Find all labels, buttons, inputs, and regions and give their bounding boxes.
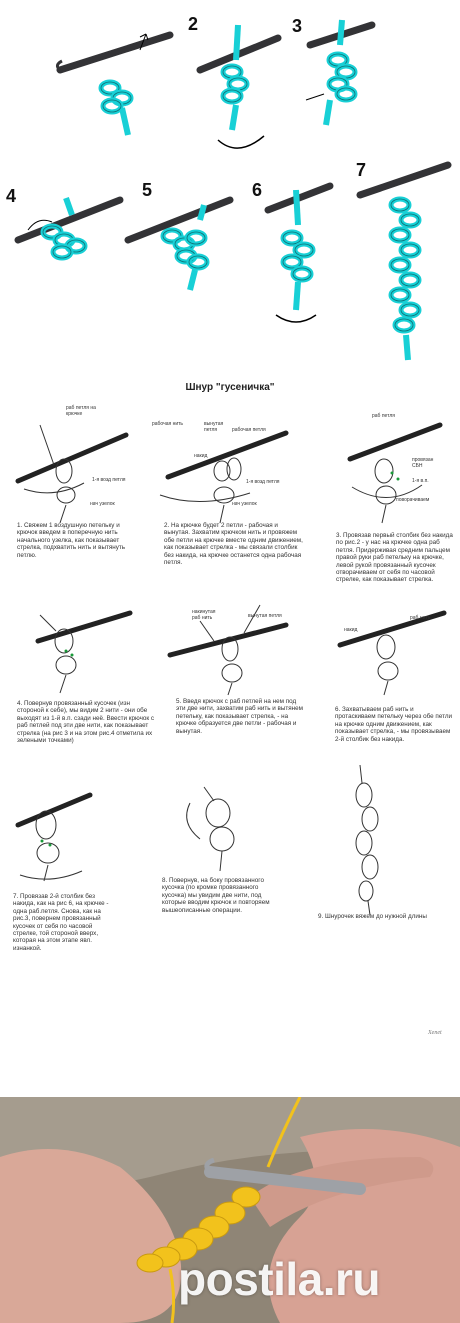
label-first-chain-3: 1-я в.п. <box>412 478 429 484</box>
step-number-5: 5 <box>142 180 153 200</box>
diagram-1 <box>15 424 129 524</box>
caption-step-8: 8. Повернув, на боку провязанного кусочк… <box>162 877 270 914</box>
diagram-5 <box>167 604 289 696</box>
step-number-6: 6 <box>252 180 263 200</box>
figure-2 <box>196 24 282 149</box>
label-yarn-over: накид <box>194 453 208 459</box>
caption-step-9: 9. Шнурочек вяжем до нужной длины <box>318 913 427 920</box>
label-start-knot-2: нач узелок <box>232 501 257 507</box>
caption-step-5: 5. Введя крючок с раб петлей на нем под … <box>176 698 303 735</box>
hook-icon <box>204 1166 366 1195</box>
figure-1 <box>55 31 174 136</box>
top-illustrations <box>14 19 452 361</box>
label-work-loop: раб петля на крючке <box>66 405 96 417</box>
caption-step-4: 4. Повернув провязанный кусочек (изн сто… <box>17 700 155 745</box>
diagram-6 <box>337 610 447 696</box>
figure-5 <box>124 196 234 291</box>
caption-step-7: 7. Провязав 2-й столбик без накида, как … <box>13 893 109 952</box>
label-working-loop: рабочая петля <box>232 427 266 433</box>
diagram-9 <box>355 764 379 916</box>
figure-7 <box>356 161 452 361</box>
label-work-loop-3: раб петля <box>372 413 395 419</box>
step-number-2: 2 <box>188 14 199 34</box>
step-number-3: 3 <box>292 16 303 36</box>
figure-6 <box>264 182 334 323</box>
caption-step-1: 1. Свяжем 1 воздушную петельку и крючок … <box>17 522 126 559</box>
step-number-7: 7 <box>356 160 367 180</box>
diagram-3 <box>347 422 443 524</box>
label-yarn-over-6: накид <box>344 627 358 633</box>
caption-step-3: 3. Провязав первый столбик без накида по… <box>336 532 453 584</box>
author-signature: Xenet <box>428 1030 442 1036</box>
photo-scene <box>0 1097 460 1323</box>
page-title: Шнур "гусеничка" <box>185 382 275 393</box>
photo-yellow-cord <box>0 1097 460 1323</box>
label-start-knot: нач узелок <box>90 501 115 507</box>
label-rotate: поворачиваем <box>396 497 430 503</box>
watermark: postila.ru <box>178 1253 381 1305</box>
diagram-2 <box>159 430 289 524</box>
label-hooked-thread: накинутая раб нить <box>192 609 216 621</box>
label-first-chain-2: 1-я возд петля <box>246 479 280 485</box>
diagram-7 <box>15 792 93 882</box>
label-first-chain: 1-я возд петля <box>92 477 126 483</box>
diagram-8 <box>186 786 235 872</box>
diagram-4 <box>35 610 133 694</box>
label-sc-done: провязан СБН <box>412 457 434 469</box>
figure-4 <box>14 196 124 258</box>
caption-step-6: 6. Захватываем раб нить и протаскиваем п… <box>335 706 453 743</box>
label-extended-loop-5: вынутая петля <box>248 613 282 619</box>
step-number-4: 4 <box>6 186 17 206</box>
figure-3 <box>305 19 376 126</box>
label-work-thread: рабочая нить <box>152 421 184 427</box>
diagram-line-drawings <box>15 422 447 916</box>
caption-step-2: 2. На крючке будет 2 петли - рабочая и в… <box>164 522 303 567</box>
label-work-thread-6: раб нить <box>410 615 431 621</box>
label-extended-loop: вынутая петля <box>204 421 224 433</box>
